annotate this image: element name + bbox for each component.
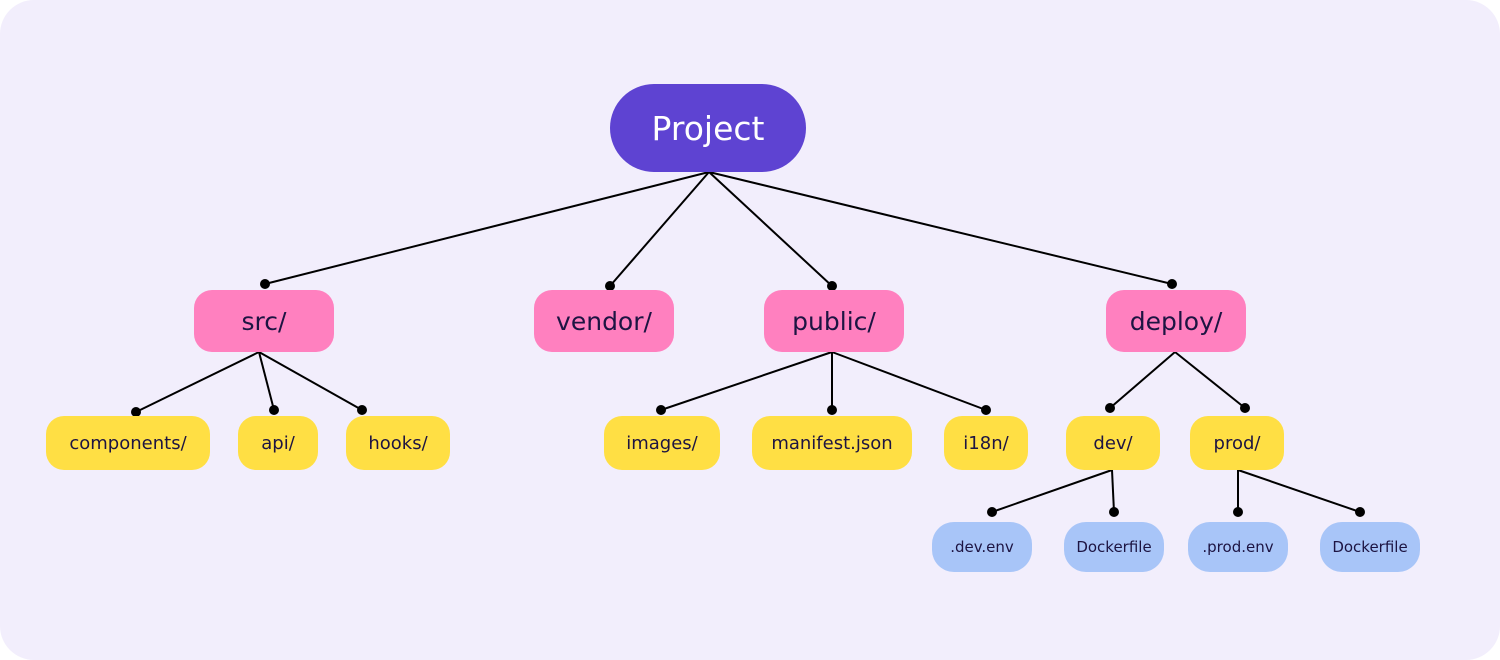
subfolder-node-hooks: hooks/ bbox=[346, 416, 450, 470]
file-node-dev-env: .dev.env bbox=[932, 522, 1032, 572]
edge-dev-to-dev-dockerfile bbox=[1111, 469, 1115, 513]
edge-deploy-to-dev bbox=[1109, 351, 1176, 409]
subfolder-node-dev: dev/ bbox=[1066, 416, 1160, 470]
edge-endpoint-dot-components bbox=[131, 407, 141, 417]
subfolder-node-prod: prod/ bbox=[1190, 416, 1284, 470]
edge-endpoint-dot-api bbox=[269, 405, 279, 415]
edge-src-to-hooks bbox=[258, 351, 363, 411]
subfolder-node-api: api/ bbox=[238, 416, 318, 470]
edge-endpoint-dot-dev-dockerfile bbox=[1109, 507, 1119, 517]
edge-project-to-src bbox=[264, 171, 710, 285]
edge-endpoint-dot-prod-dockerfile bbox=[1355, 507, 1365, 517]
subfolder-node-i18n: i18n/ bbox=[944, 416, 1028, 470]
folder-node-vendor: vendor/ bbox=[534, 290, 674, 352]
file-node-dev-dockerfile: Dockerfile bbox=[1064, 522, 1164, 572]
edge-endpoint-dot-dev bbox=[1105, 403, 1115, 413]
edge-src-to-components bbox=[135, 351, 260, 413]
edge-dev-to-dev-env bbox=[991, 469, 1113, 513]
edge-src-to-api bbox=[258, 351, 275, 411]
edge-prod-to-prod-dockerfile bbox=[1237, 469, 1361, 513]
edge-project-to-deploy bbox=[708, 171, 1173, 285]
edge-endpoint-dot-public bbox=[827, 281, 837, 291]
edge-project-to-public bbox=[708, 171, 833, 287]
subfolder-node-components: components/ bbox=[46, 416, 210, 470]
edge-endpoint-dot-dev-env bbox=[987, 507, 997, 517]
edge-public-to-i18n bbox=[831, 351, 987, 411]
edge-endpoint-dot-src bbox=[260, 279, 270, 289]
folder-node-public: public/ bbox=[764, 290, 904, 352]
file-node-manifest-json: manifest.json bbox=[752, 416, 912, 470]
edge-endpoint-dot-vendor bbox=[605, 281, 615, 291]
edge-endpoint-dot-hooks bbox=[357, 405, 367, 415]
edge-endpoint-dot-i18n bbox=[981, 405, 991, 415]
edge-endpoint-dot-deploy bbox=[1167, 279, 1177, 289]
folder-node-src: src/ bbox=[194, 290, 334, 352]
edge-deploy-to-prod bbox=[1174, 351, 1246, 409]
subfolder-node-images: images/ bbox=[604, 416, 720, 470]
folder-node-deploy: deploy/ bbox=[1106, 290, 1246, 352]
edge-endpoint-dot-images bbox=[656, 405, 666, 415]
root-node-project: Project bbox=[610, 84, 806, 172]
edge-project-to-vendor bbox=[609, 171, 710, 287]
edge-endpoint-dot-prod-env bbox=[1233, 507, 1243, 517]
edge-endpoint-dot-manifest bbox=[827, 405, 837, 415]
edge-endpoint-dot-prod bbox=[1240, 403, 1250, 413]
file-node-prod-dockerfile: Dockerfile bbox=[1320, 522, 1420, 572]
edge-public-to-images bbox=[660, 351, 833, 411]
file-node-prod-env: .prod.env bbox=[1188, 522, 1288, 572]
